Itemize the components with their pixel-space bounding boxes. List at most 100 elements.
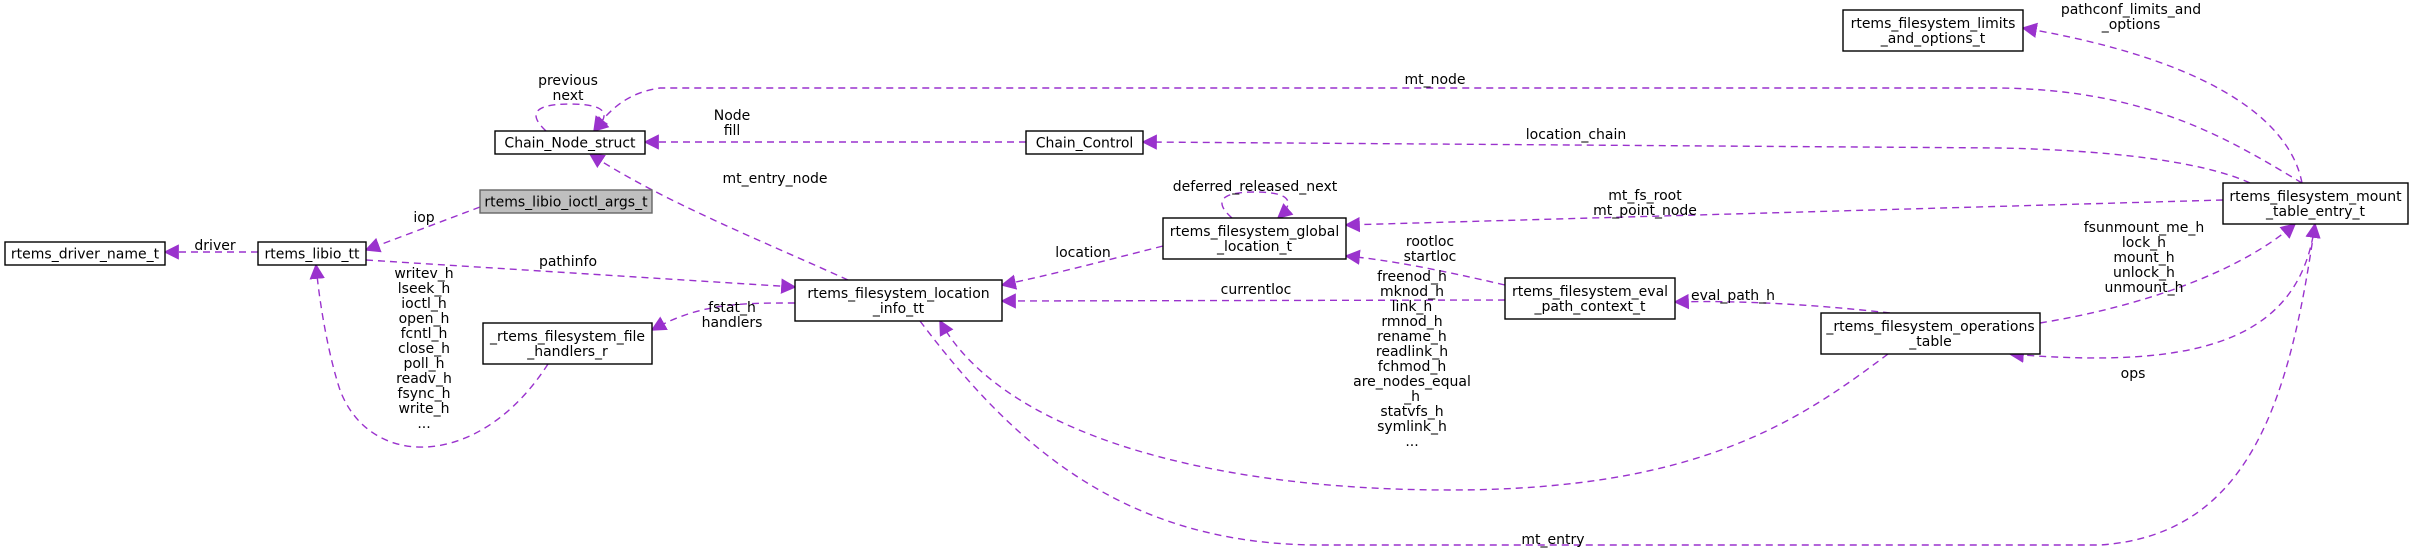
node-chain-control[interactable]: Chain_Control (1025, 130, 1144, 155)
edge-node-self (535, 103, 610, 133)
node-label-line: rtems_filesystem_location (807, 286, 989, 302)
edge-label-libio-handlers: writev_hlseek_hioctl_hopen_hfcntl_hclose… (394, 266, 453, 432)
node-box (257, 241, 367, 266)
node-label-line: rtems_filesystem_global (1170, 224, 1339, 240)
node-location-info[interactable]: rtems_filesystem_location_info_tt (794, 279, 1003, 322)
node-global-location[interactable]: rtems_filesystem_global_location_t (1162, 217, 1347, 260)
edge-label-location-ops: freenod_hmknod_hlink_hrmnod_hrename_hrea… (1353, 269, 1471, 450)
edge-label-line: are_nodes_equal (1353, 374, 1471, 390)
edge-label-line: _options (2101, 17, 2161, 33)
node-label-line: rtems_filesystem_limits (1851, 16, 2016, 32)
node-libio[interactable]: rtems_libio_tt (257, 241, 367, 266)
edge-label-line: next (552, 88, 584, 104)
node-file-handlers[interactable]: _rtems_filesystem_file_handlers_r (482, 322, 653, 365)
node-label-line: _info_tt (872, 301, 925, 317)
node-operations[interactable]: _rtems_filesystem_operations_table (1820, 312, 2041, 355)
node-box (494, 130, 646, 155)
node-label-line: _handlers_r (526, 344, 608, 360)
edge-label-line: write_h (398, 401, 449, 417)
edge-label-line: Node (714, 108, 751, 124)
node-box (2222, 182, 2409, 225)
edge-global-eval (1344, 249, 1506, 286)
edge-label-line: lock_h (2122, 235, 2166, 251)
edge-label-driver-libio: driver (194, 238, 235, 254)
edge-ops-mount (2008, 223, 2316, 363)
node-label-line: _rtems_filesystem_operations (1825, 319, 2034, 335)
edge-label-line: iop (413, 210, 434, 226)
node-box (4, 241, 166, 266)
edge-label-line: previous (538, 73, 598, 89)
edge-label-line: unmount_h (2104, 280, 2183, 296)
node-label-line: rtems_libio_ioctl_args_t (484, 195, 648, 211)
edge-limits-mount (2021, 22, 2303, 184)
edge-libio-ioctl (364, 206, 481, 253)
node-label-line: Chain_Node_struct (504, 136, 636, 152)
edge-label-line: mt_point_node (1593, 203, 1697, 219)
node-mount-table[interactable]: rtems_filesystem_mount_table_entry_t (2222, 182, 2409, 225)
edge-label-line: mt_entry (1521, 532, 1584, 548)
edge-label-line: handlers (702, 315, 763, 331)
node-label-line: rtems_libio_tt (265, 247, 360, 263)
edge-label-line: rename_h (1377, 329, 1447, 345)
node-eval-path[interactable]: rtems_filesystem_eval_path_context_t (1504, 277, 1676, 320)
edge-label-line: open_h (399, 311, 450, 327)
node-ioctl-args[interactable]: rtems_libio_ioctl_args_t (479, 189, 653, 214)
edge-label-line: link_h (1392, 299, 1433, 315)
edge-label-line: readlink_h (1376, 344, 1448, 360)
node-label-line: rtems_driver_name_t (11, 247, 160, 263)
edge-label-line: deferred_released_next (1173, 179, 1338, 195)
edge-label-line: ... (1405, 434, 1418, 450)
edge-eval-ops (1673, 293, 1891, 314)
node-label-line: _rtems_filesystem_file (489, 329, 645, 345)
edge-label-line: fchmod_h (1378, 359, 1446, 375)
edge-location-global (1000, 245, 1164, 290)
edge-label-line: mknod_h (1380, 284, 1444, 300)
nodes-layer: rtems_filesystem_limits_and_options_tCha… (4, 9, 2409, 365)
edge-label-line: currentloc (1221, 282, 1292, 298)
edge-label-line: statvfs_h (1380, 404, 1443, 420)
edge-label-mount-ops: fsunmount_me_hlock_hmount_hunlock_hunmou… (2084, 220, 2205, 296)
node-label-line: rtems_filesystem_mount (2229, 189, 2402, 205)
edge-global-self (1221, 191, 1294, 220)
edge-label-ops-mount: ops (2121, 366, 2146, 382)
edge-label-line: freenod_h (1377, 269, 1447, 285)
node-box (794, 279, 1003, 322)
edge-label-line: fcntl_h (401, 326, 448, 342)
edge-label-line: fsync_h (398, 386, 451, 402)
edge-label-libio-ioctl: iop (413, 210, 434, 226)
edge-label-global-self: deferred_released_next (1173, 179, 1338, 195)
edge-label-line: symlink_h (1377, 419, 1447, 435)
node-limits[interactable]: rtems_filesystem_limits_and_options_t (1842, 9, 2024, 52)
edge-label-node-location: mt_entry_node (722, 171, 827, 187)
edge-mount-ops (2039, 222, 2297, 324)
node-label-line: _location_t (1216, 239, 1293, 255)
node-box (1820, 312, 2041, 355)
node-box (1504, 277, 1676, 320)
edge-label-node-mount: mt_node (1404, 72, 1465, 88)
edge-label-line: mt_node (1404, 72, 1465, 88)
node-label-line: _path_context_t (1533, 299, 1646, 315)
edge-label-line: fill (724, 123, 741, 139)
node-chain-node[interactable]: Chain_Node_struct (494, 130, 646, 155)
edge-label-line: location_chain (1526, 127, 1626, 143)
edge-label-line: mt_fs_root (1608, 188, 1682, 204)
edge-label-line: driver (194, 238, 235, 254)
edge-label-line: rmnod_h (1381, 314, 1442, 330)
edge-label-line: unlock_h (2113, 265, 2175, 281)
edge-label-line: mount_h (2113, 250, 2174, 266)
node-box (479, 189, 653, 214)
node-driver-name[interactable]: rtems_driver_name_t (4, 241, 166, 266)
edge-label-line: close_h (398, 341, 450, 357)
node-box (1025, 130, 1144, 155)
edge-label-line: ioctl_h (401, 296, 446, 312)
edge-label-line: mt_entry_node (722, 171, 827, 187)
node-label-line: _and_options_t (1880, 31, 1986, 47)
edge-label-line: ... (417, 416, 430, 432)
edge-label-line: fsunmount_me_h (2084, 220, 2205, 236)
node-label-line: _table (1908, 334, 1951, 350)
